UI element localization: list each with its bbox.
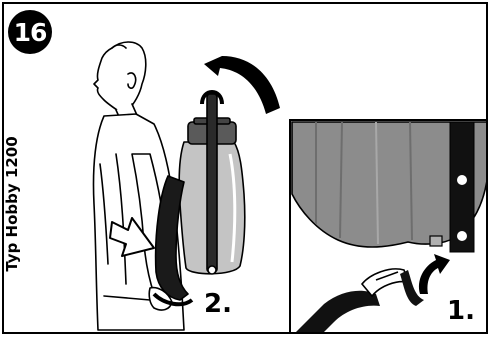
instruction-panel: 16 Typ Hobby 1200 2. 1.: [2, 2, 488, 334]
model-label: Typ Hobby 1200: [3, 129, 27, 279]
step-badge: 16: [8, 10, 52, 54]
backpack-sprayer: [154, 92, 245, 304]
illustration: [4, 4, 488, 334]
step-2-label: 2.: [204, 289, 232, 319]
step-1-label: 1.: [447, 296, 475, 326]
